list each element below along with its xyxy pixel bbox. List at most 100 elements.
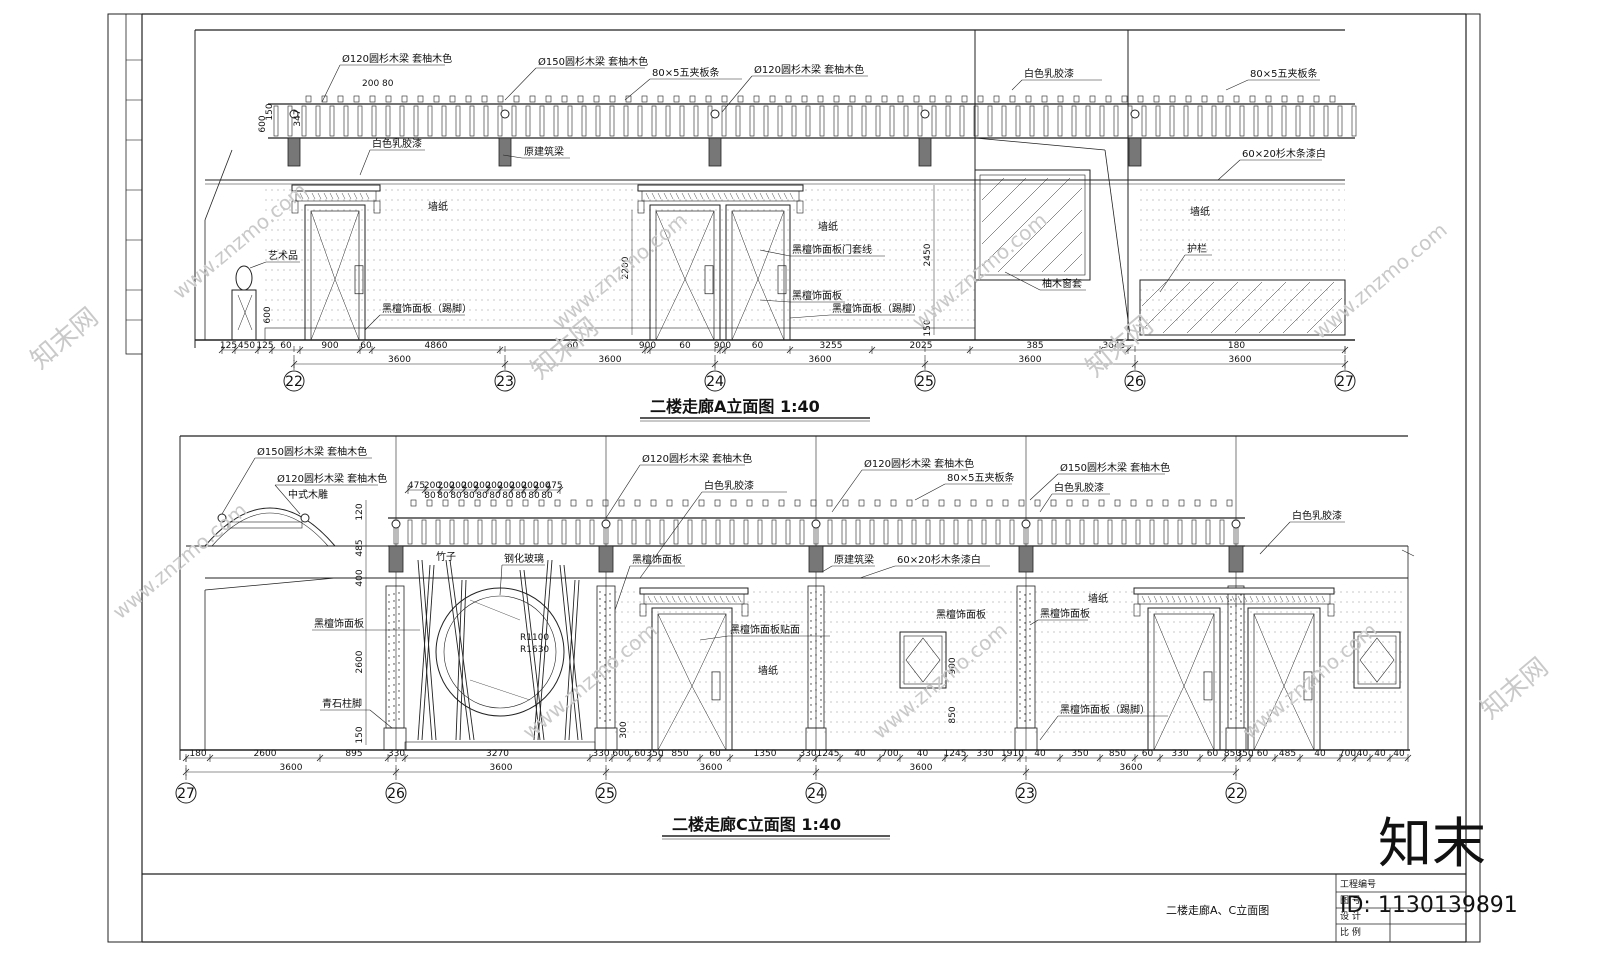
- round-opening-outer: [435, 587, 565, 717]
- lath: [433, 95, 440, 103]
- line: [687, 192, 692, 200]
- line: [417, 559, 433, 741]
- dimension-text: 485: [1279, 749, 1296, 759]
- texture-dot: [1019, 647, 1021, 649]
- line: [563, 564, 583, 741]
- building-beam: [918, 137, 932, 167]
- line: [1183, 685, 1215, 751]
- texture-dot: [1240, 678, 1242, 680]
- baluster: [553, 105, 559, 137]
- lath: [458, 499, 465, 507]
- stone-base: [1014, 727, 1038, 751]
- building-beam: [708, 137, 722, 167]
- line: [1189, 595, 1194, 603]
- texture-dot: [1240, 608, 1242, 610]
- dimension-text: 475: [545, 481, 562, 491]
- baluster: [581, 105, 587, 137]
- callout-skirting-a1: 黑檀饰面板（踢脚）: [382, 302, 472, 315]
- texture-dot: [810, 592, 812, 594]
- line: [689, 595, 694, 603]
- small-window: [1353, 631, 1401, 689]
- line: [484, 486, 492, 494]
- line: [1096, 754, 1104, 762]
- line: [469, 599, 521, 621]
- texture-dot: [1029, 649, 1031, 651]
- dimension-text: 3645: [1103, 341, 1126, 351]
- texture-dot: [388, 713, 390, 715]
- dimension-text: 3600: [1019, 355, 1042, 365]
- wallpaper-area: [1140, 189, 1345, 321]
- left-strip: [125, 13, 143, 355]
- texture-dot: [1024, 615, 1026, 617]
- texture-dot: [1230, 676, 1232, 678]
- baluster: [1135, 519, 1141, 545]
- texture-dot: [815, 647, 817, 649]
- lath: [874, 499, 881, 507]
- texture-dot: [599, 591, 601, 593]
- baluster: [799, 519, 805, 545]
- lath: [1153, 95, 1160, 103]
- baluster: [833, 105, 839, 137]
- baluster: [1093, 519, 1099, 545]
- door-leaf: [1153, 613, 1215, 751]
- line: [1004, 271, 1041, 291]
- axis-bubble: [1225, 782, 1247, 804]
- texture-dot: [820, 636, 822, 638]
- texture-dot: [820, 601, 822, 603]
- texture-dot: [599, 717, 601, 719]
- round-log: [1130, 109, 1140, 119]
- texture-dot: [820, 650, 822, 652]
- lath: [762, 499, 769, 507]
- vertical-dim: 150: [355, 726, 365, 743]
- dimension-text: 350: [1071, 749, 1088, 759]
- baluster: [1113, 105, 1119, 137]
- line: [731, 210, 759, 280]
- texture-dot: [810, 662, 812, 664]
- baluster: [1197, 105, 1203, 137]
- line: [786, 346, 794, 354]
- callout-window: 柚木窗套: [1042, 277, 1082, 290]
- texture-dot: [388, 601, 390, 603]
- texture-dot: [815, 668, 817, 670]
- baluster: [1351, 105, 1357, 137]
- callout-c-lath: 80×5五夹板条: [947, 471, 1014, 484]
- baluster: [875, 105, 881, 137]
- lath: [369, 95, 376, 103]
- callout-art: 艺术品: [268, 250, 298, 262]
- lath: [1281, 95, 1288, 103]
- line: [659, 595, 664, 603]
- baluster: [693, 105, 699, 137]
- dimension-text: 900: [321, 341, 338, 351]
- texture-dot: [599, 640, 601, 642]
- line: [646, 754, 654, 762]
- lath: [826, 499, 833, 507]
- line: [1165, 595, 1170, 603]
- baluster: [967, 519, 973, 545]
- texture-dot: [393, 698, 395, 700]
- texture-dot: [1235, 654, 1237, 656]
- dimension-text: 60: [1257, 749, 1269, 759]
- line: [693, 192, 698, 200]
- lath: [666, 499, 673, 507]
- lintel-bracket: [1133, 603, 1141, 617]
- texture-dot: [815, 598, 817, 600]
- dimension-text: 3600: [809, 355, 832, 365]
- line: [657, 685, 693, 751]
- texture-dot: [398, 613, 400, 615]
- baluster: [819, 105, 825, 137]
- texture-dot: [1240, 636, 1242, 638]
- axis-bubble: [914, 370, 936, 392]
- dimension-text: 200: [509, 481, 526, 491]
- lath: [1210, 499, 1217, 507]
- dimension-text: 60: [1207, 749, 1219, 759]
- lath-strips: [305, 95, 1336, 103]
- baluster: [1281, 105, 1287, 137]
- dimension-text: 80: [541, 491, 553, 501]
- lath: [593, 95, 600, 103]
- line: [821, 565, 833, 573]
- texture-dot: [1029, 656, 1031, 658]
- lath: [506, 499, 513, 507]
- baluster: [1051, 519, 1057, 545]
- axis-label: 23: [1017, 786, 1035, 802]
